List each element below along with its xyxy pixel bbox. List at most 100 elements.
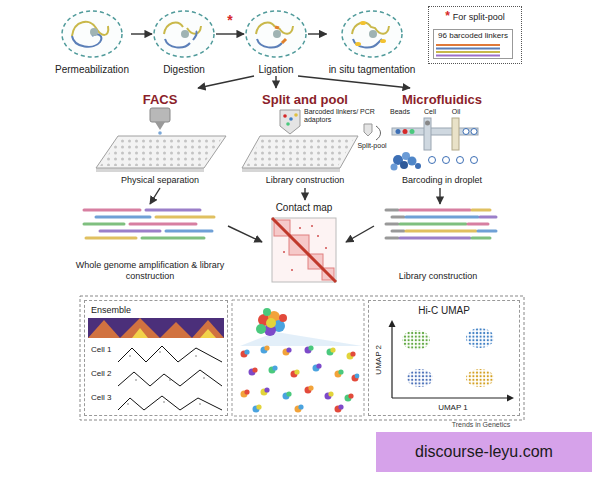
method-heading: Microfluidics [402, 92, 482, 108]
ensemble-tads-part [200, 329, 216, 338]
split-pool-illustration-part [364, 124, 372, 136]
3d-structures-part [313, 363, 322, 371]
cell-tagmentation-part [380, 39, 386, 43]
split-pool-illustration-part [289, 117, 293, 121]
3d-structures-part-part [316, 363, 321, 368]
step-note: Split-pool [354, 142, 390, 150]
step-cell: in situ tagmentation [327, 8, 418, 76]
flow-arrow [131, 33, 152, 34]
journal-credit: Trends in Genetics [436, 421, 526, 429]
contact-map-part [325, 247, 327, 249]
microfluidic-chip-part [471, 129, 477, 135]
3d-structures-part-part [286, 347, 291, 352]
cell-digestion-part [154, 11, 214, 57]
amplified-reads-part [142, 237, 204, 240]
part-label: Oil [448, 108, 464, 116]
method-column: MicrofluidicsBarcoding in droplet [380, 88, 504, 188]
flow-arrow [346, 226, 374, 242]
flow-arrow [216, 33, 244, 34]
3d-structures-part [253, 404, 262, 412]
facs-illustration-part [155, 122, 165, 130]
step-label: Library construction [399, 271, 478, 282]
split-pool-illustration-part [246, 138, 354, 166]
3d-structures-part [249, 367, 258, 375]
step-label: Physical separation [121, 175, 199, 186]
single-cell-tads-part [163, 401, 165, 403]
cell-permeabilization-part [72, 22, 108, 36]
facs-illustration-part [96, 136, 226, 168]
3d-structures-part-part [244, 389, 249, 394]
3d-structures-part [261, 345, 270, 353]
tad-panel: EnsembleCell 1Cell 2Cell 3 [84, 300, 228, 416]
row-label: Cell 3 [91, 393, 121, 403]
3d-structures-part [283, 391, 292, 399]
split-pool-illustration-part [286, 122, 290, 126]
part-label: Cell [420, 108, 440, 116]
step-cell: Ligation [244, 8, 308, 76]
flow-arrow [275, 76, 276, 88]
single-cell-tads-part [159, 351, 161, 353]
cell-permeabilization-part [90, 28, 98, 36]
cell-tagmentation-part [353, 39, 382, 48]
umap-plot-part [402, 330, 430, 350]
step-label: Library construction [266, 175, 345, 186]
cell-digestion-part [193, 31, 197, 40]
3d-structures-part-part [352, 375, 359, 382]
barcoded-linkers-part [436, 51, 500, 53]
barcoded-reads-part [406, 230, 476, 233]
cell-tagmentation-part [342, 11, 402, 57]
barcoded-reads-part [406, 216, 478, 219]
cell-ligation-part [282, 39, 286, 43]
3d-structures-part-part [279, 314, 287, 322]
amplified-reads-part [146, 209, 200, 212]
library-step: Library construction [374, 204, 502, 284]
3d-structures-part [335, 404, 344, 412]
panel-label: Ensemble [91, 305, 151, 316]
3d-structures-part-part [308, 345, 313, 350]
microfluidic-chip-part [429, 157, 436, 164]
contact-map [272, 218, 336, 282]
reagent-label: Barcoded linkers/ PCR adaptors [304, 108, 376, 124]
cell-permeabilization-part [62, 11, 122, 57]
microfluidic-chip-part [408, 157, 417, 166]
results-frame [80, 296, 524, 420]
library-step: Whole genome amplification & library con… [72, 204, 228, 284]
cell-permeabilization [62, 11, 122, 57]
barcoded-linkers-part [436, 44, 500, 46]
barcoded-reads-part [386, 223, 398, 226]
3d-structures-part-part [298, 404, 303, 409]
cell-ligation-part [256, 23, 275, 34]
barcoded-reads-part [392, 230, 404, 233]
amplified-reads-part [84, 209, 140, 212]
cell-ligation-part [273, 30, 281, 38]
3d-structures-part-part [338, 404, 343, 409]
umap-plot-part [392, 397, 508, 398]
cell-ligation-part [279, 26, 293, 34]
3d-structures-part-part [350, 351, 355, 356]
contact-map-part [311, 225, 313, 227]
linker-box: 96 barcoded linkers [433, 29, 513, 59]
step-label: Contact map [276, 202, 333, 214]
method-heading: FACS [143, 92, 178, 108]
3d-structures-part-part [244, 349, 249, 354]
3d-structures-part [325, 391, 334, 399]
panel-title: Hi-C UMAP [369, 305, 519, 317]
3d-structures-part [241, 349, 250, 357]
3d-structures-part [241, 389, 250, 397]
method-column: FACS Physical separation [88, 88, 232, 188]
contact-map-box: Contact map [262, 200, 346, 292]
cell-ligation-part [246, 11, 306, 57]
3d-structures-part [269, 365, 278, 373]
key-label: For split-pool [453, 12, 505, 23]
ensemble-tads-part [160, 322, 192, 338]
barcoded-reads-part [478, 230, 496, 233]
3d-structures-part-part [286, 391, 291, 396]
microfluidic-chip-part [403, 129, 408, 134]
single-cell-tads-part [195, 355, 197, 357]
flow-arrow [298, 76, 410, 88]
split-pool-illustration-part [294, 113, 298, 117]
umap-plot-part [466, 369, 494, 387]
microfluidic-chip-part [443, 157, 450, 164]
microfluidic-chip-part [425, 121, 430, 126]
